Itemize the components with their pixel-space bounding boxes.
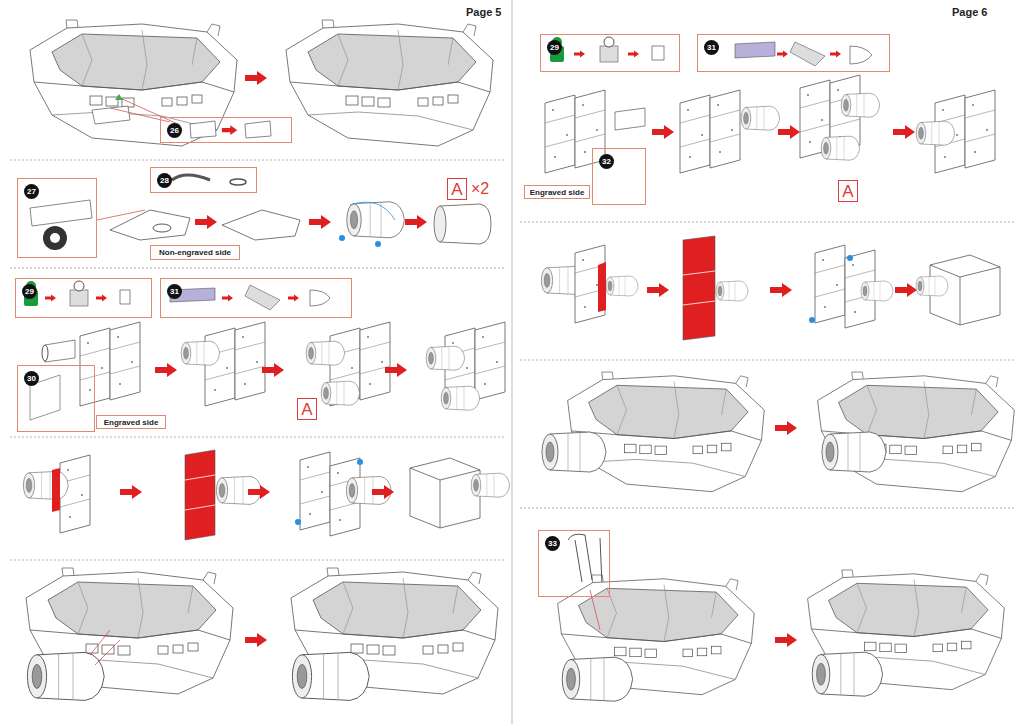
callout-box: 31 — [697, 34, 890, 72]
side-note: Non-engraved side — [150, 245, 240, 260]
tag-letter: A — [301, 401, 312, 418]
callout-box: 30 — [17, 365, 95, 432]
callout-number: 29 — [22, 284, 37, 299]
callout-box: 29 — [540, 34, 680, 72]
side-note: Engraved side — [524, 185, 590, 199]
callout-box: 29 — [15, 278, 152, 318]
page-number: Page 5 — [466, 6, 501, 18]
callout-number: 33 — [545, 536, 560, 551]
side-note: Engraved side — [96, 415, 166, 429]
callout-number: 28 — [157, 173, 172, 188]
subassembly-tag: A — [838, 180, 858, 202]
callout-box: 31 — [160, 278, 352, 318]
callout-number: 30 — [24, 371, 39, 386]
tag-letter: A — [842, 183, 853, 200]
callout-number: 31 — [167, 284, 182, 299]
callout-box: 27 — [17, 178, 97, 258]
callout-box: 28 — [150, 167, 257, 193]
callout-number: 27 — [24, 184, 39, 199]
subassembly-tag: A — [447, 178, 467, 200]
page-number: Page 6 — [952, 6, 987, 18]
callout-number: 31 — [704, 40, 719, 55]
note-text: Non-engraved side — [159, 248, 231, 257]
callout-number: 29 — [547, 40, 562, 55]
callout-number: 32 — [599, 154, 614, 169]
subassembly-tag: A — [297, 398, 317, 420]
quantity-mark: ×2 — [471, 180, 489, 198]
callout-box: 32 — [592, 148, 646, 205]
note-text: Engraved side — [104, 418, 159, 427]
callout-box: 26 — [160, 117, 292, 143]
note-text: Engraved side — [530, 188, 585, 197]
callout-box: 33 — [538, 530, 610, 597]
tag-letter: A — [451, 181, 462, 198]
callout-number: 26 — [167, 123, 182, 138]
